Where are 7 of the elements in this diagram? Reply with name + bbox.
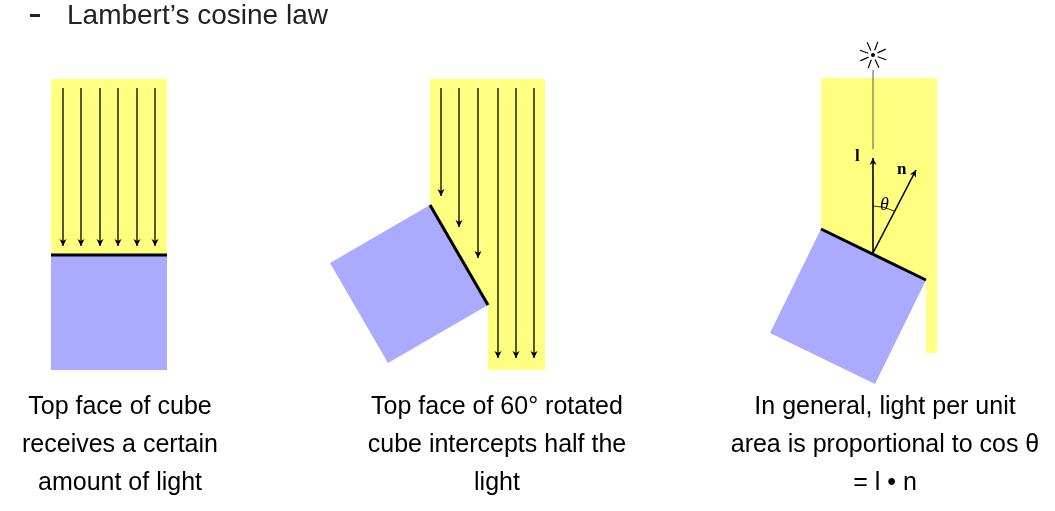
caption-text: Top face of cube receives a certain amount of light xyxy=(21,390,219,497)
vector-label: l xyxy=(855,147,860,165)
caption-text: Top face of 60° rotated cube intercepts half the light xyxy=(366,390,628,497)
caption-text: In general, light per unit area is proportional to cos θ = l • n xyxy=(730,390,1040,497)
angle-label: θ xyxy=(880,195,889,213)
title-text: Lambert’s cosine law xyxy=(67,0,328,30)
vector-label: n xyxy=(897,160,907,178)
